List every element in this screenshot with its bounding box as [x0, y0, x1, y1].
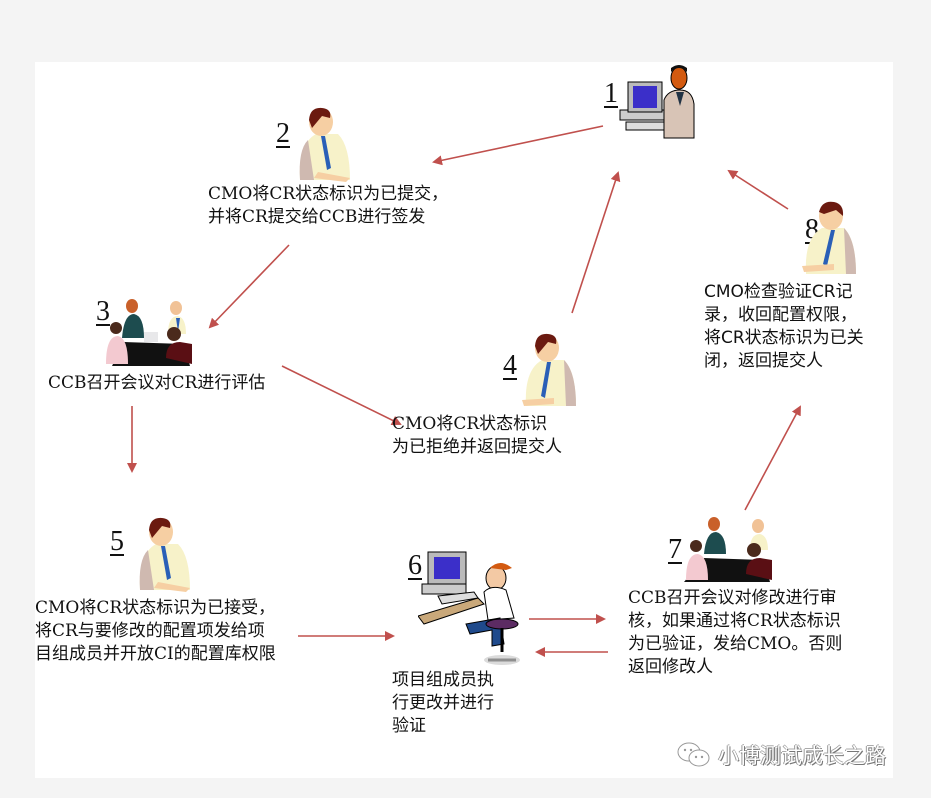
step-3-label: CCB召开会议对CR进行评估: [48, 373, 266, 393]
watermark: 小博测试成长之路: [676, 740, 886, 770]
ccb-meeting-icon: [106, 299, 192, 366]
ccb-meeting-icon: [684, 517, 772, 582]
step-3-number: 3: [96, 296, 110, 327]
step-4-label: CMO将CR状态标识 为已拒绝并返回提交人: [392, 414, 562, 457]
step-2-label: CMO将CR状态标识为已提交， 并将CR提交给CCB进行签发: [208, 184, 449, 227]
cmo-person-icon: [299, 107, 350, 182]
developer-computer-icon: [418, 551, 520, 665]
step-4-number: 4: [503, 350, 517, 381]
wechat-icon: [677, 742, 710, 767]
cmo-person-icon: [139, 517, 190, 592]
step-6-label: 项目组成员执 行更改并进行 验证: [392, 670, 494, 736]
watermark-text: 小博测试成长之路: [718, 744, 886, 768]
step-2-number: 2: [276, 118, 290, 149]
step-7-number: 7: [668, 534, 682, 565]
cmo-person-icon: [802, 201, 856, 274]
step-7-label: CCB召开会议对修改进行审 核，如果通过将CR状态标识 为已验证，发给CMO。否…: [628, 588, 843, 677]
step-6-number: 6: [408, 550, 422, 581]
step-8-label: CMO检查验证CR记 录，收回配置权限， 将CR状态标识为已关 闭，返回提交人: [704, 282, 864, 371]
step-5-label: CMO将CR状态标识为已接受， 将CR与要修改的配置项发给项 目组成员并开放CI…: [35, 598, 276, 664]
step-1-number: 1: [604, 78, 618, 109]
step-5-number: 5: [110, 526, 124, 557]
submitter-computer-icon: [619, 65, 695, 139]
cmo-person-icon: [522, 333, 576, 406]
